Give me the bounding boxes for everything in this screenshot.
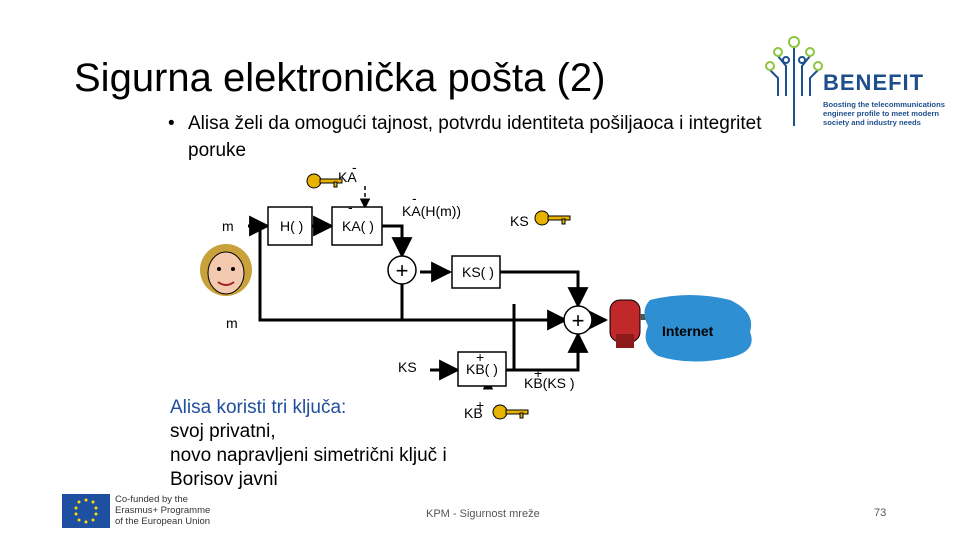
flow-lines <box>248 215 609 381</box>
ka-minus: - <box>348 199 353 215</box>
kb-key-label: KB <box>464 405 483 421</box>
kb-box-label: KB( ) <box>466 361 498 377</box>
svg-text:+: + <box>572 308 585 333</box>
kb-box <box>457 351 507 387</box>
key-icon <box>534 210 571 226</box>
key-icon <box>492 404 529 420</box>
logo-name: BENEFIT <box>823 70 925 95</box>
explain-line-1: Alisa koristi tri ključa: <box>170 397 347 418</box>
page-number: 73 <box>874 507 887 519</box>
message-m-left: m <box>226 315 238 331</box>
signed-hash-label: KA(H(m)) <box>402 203 461 219</box>
explain-line-4: Borisov javni <box>170 469 278 490</box>
eu-cofunded-text: Co-funded by the Erasmus+ Programme of t… <box>115 494 211 527</box>
internet-label: Internet <box>662 323 714 339</box>
ka-private-label: KA( ) <box>342 218 374 234</box>
internet-cloud: Internet <box>644 295 752 362</box>
alice-face-icon <box>200 244 252 296</box>
kb-box-plus: + <box>476 349 484 365</box>
key-icon <box>306 173 343 189</box>
eu-flag-icon <box>62 494 110 528</box>
footer-text: KPM - Sigurnost mreže <box>426 508 540 520</box>
explain-line-2: svoj privatni, <box>170 421 276 442</box>
plus-combiner-1: + <box>387 255 417 285</box>
message-m-top: m <box>222 218 234 234</box>
svg-text:+: + <box>396 258 409 283</box>
ks-key-top-label: KS <box>510 213 529 229</box>
ks-bottom-label: KS <box>398 359 417 375</box>
explanation-text: Alisa koristi tri ključa: svoj privatni,… <box>170 396 447 492</box>
signed-hash-minus: - <box>412 190 417 206</box>
kb-ks-plus: + <box>534 365 542 381</box>
bullet-point: • Alisa želi da omogući tajnost, potvrdu… <box>168 110 770 164</box>
ka-private-box <box>331 206 383 246</box>
bullet-text: Alisa želi da omogući tajnost, potvrdu i… <box>188 113 762 161</box>
ks-box-label: KS( ) <box>462 264 494 280</box>
explain-line-3: novo napravljeni simetrični ključ i <box>170 445 447 466</box>
ks-box <box>451 255 501 289</box>
page-title: Sigurna elektronička pošta (2) <box>74 56 606 100</box>
ka-key-minus: - <box>352 159 357 175</box>
logo-tagline: Boosting the telecommunications engineer… <box>823 100 945 127</box>
kb-key-plus: + <box>476 397 484 413</box>
kb-ks-label: KB(KS ) <box>524 375 575 391</box>
ka-key-label: KA <box>338 169 357 185</box>
plus-combiner-2: + <box>563 305 593 335</box>
hash-label: H( ) <box>280 218 303 234</box>
hash-box <box>267 206 313 246</box>
benefit-logo <box>764 26 944 134</box>
bullet-dot: • <box>168 113 175 134</box>
